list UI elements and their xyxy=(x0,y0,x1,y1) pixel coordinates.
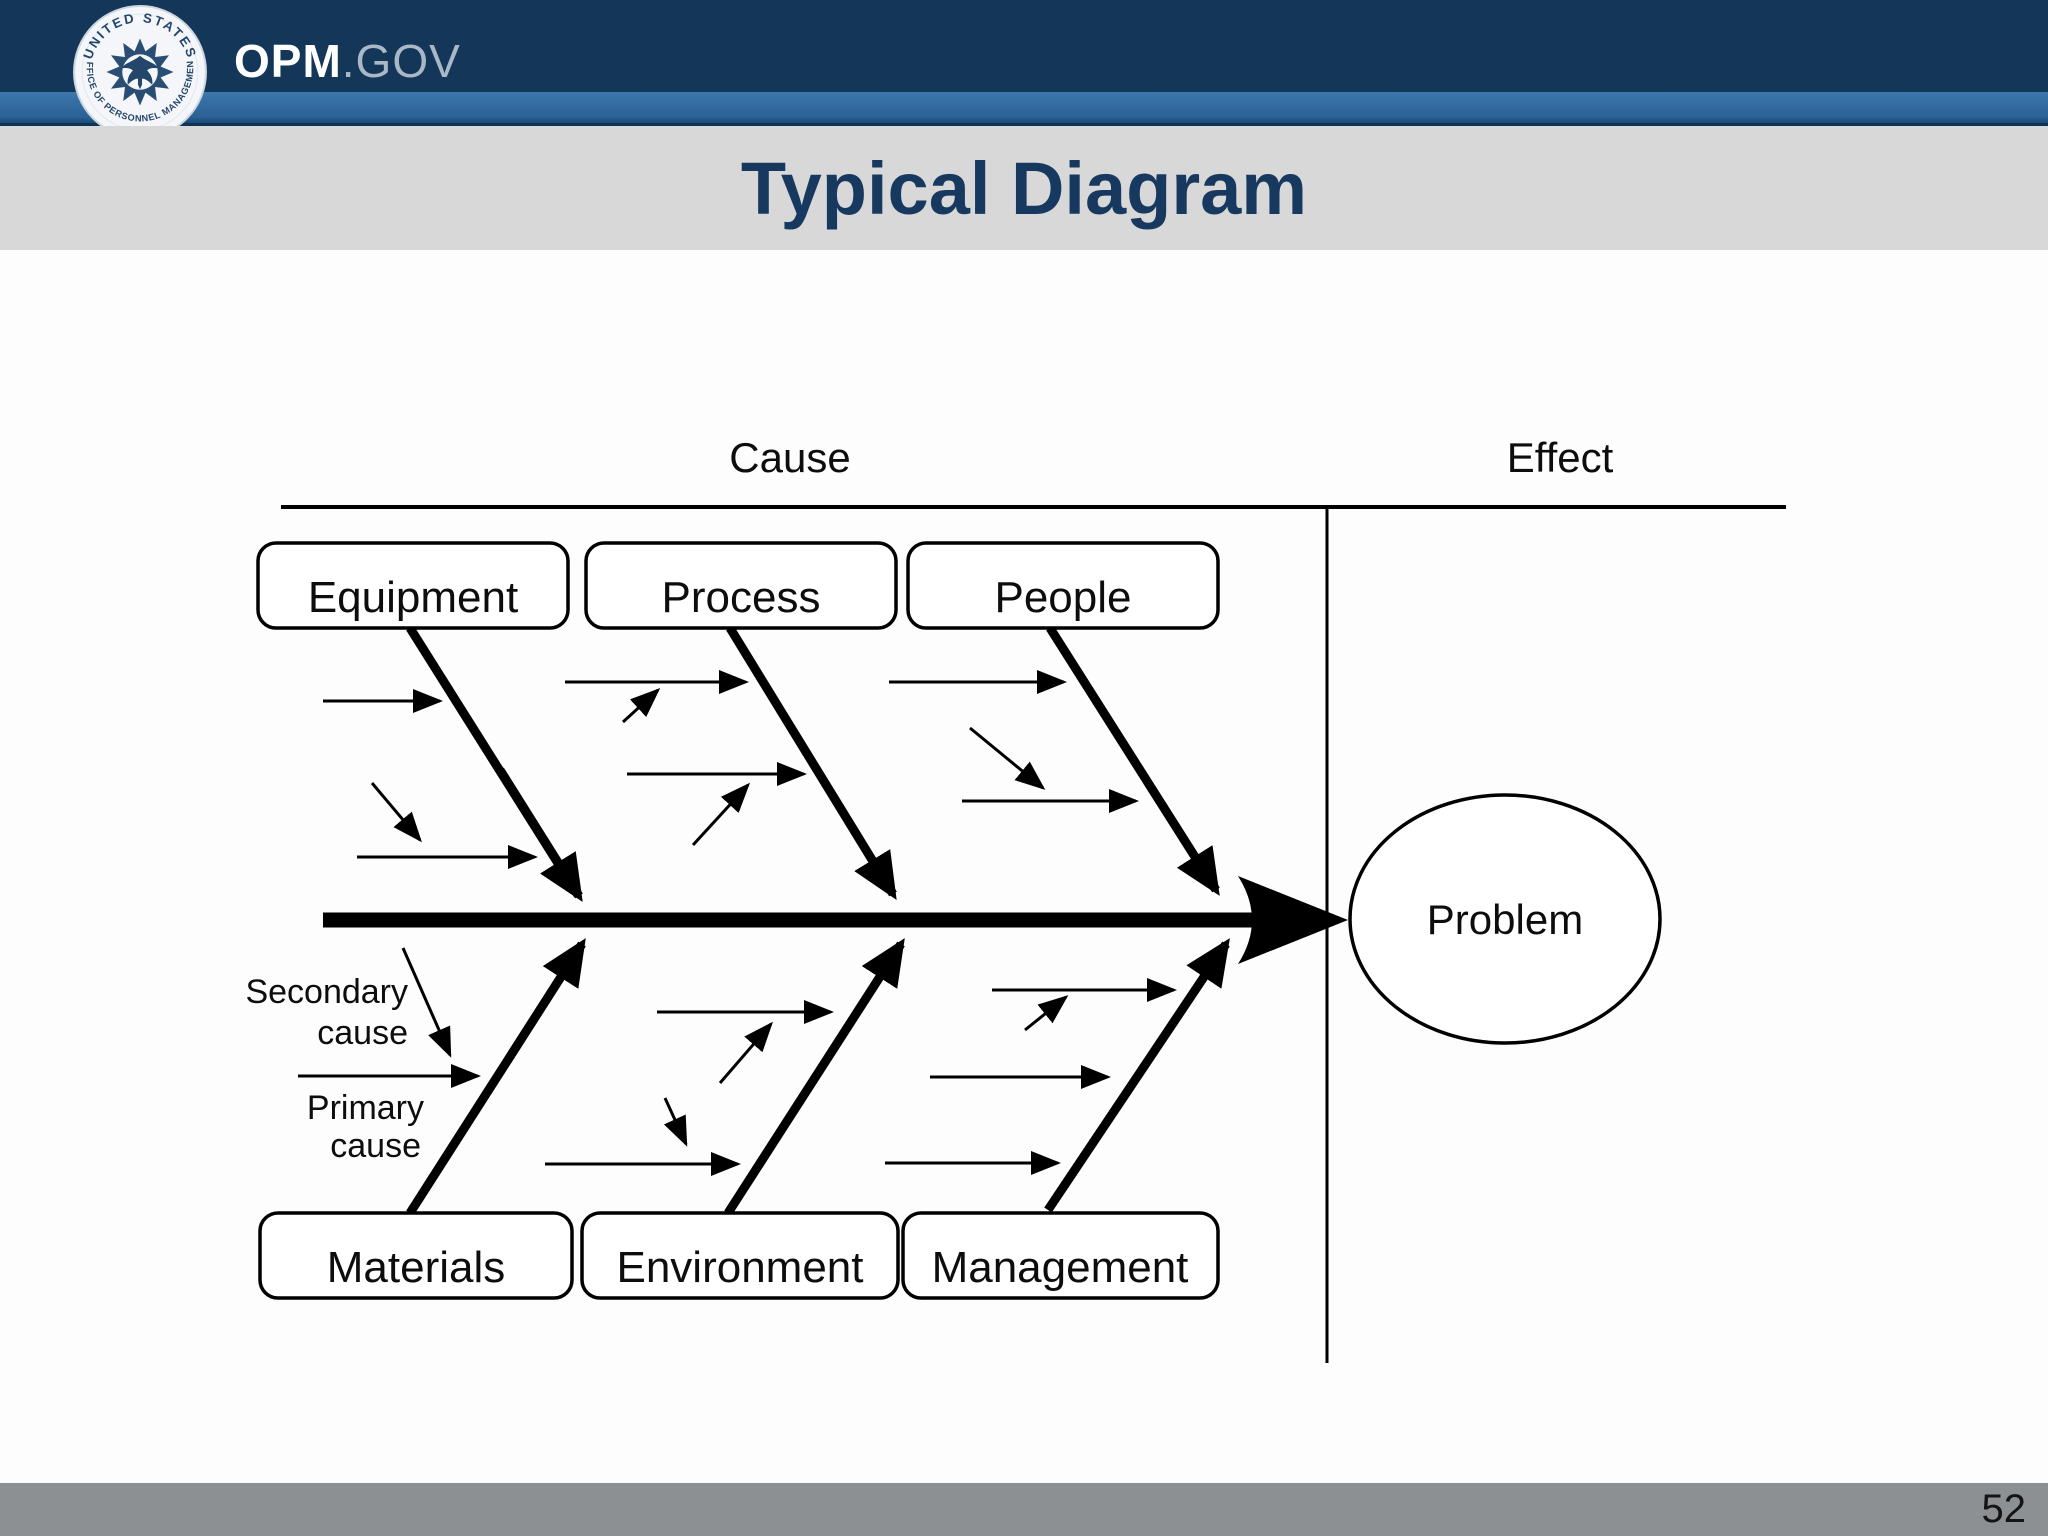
materials-box xyxy=(258,1211,574,1300)
management-sub-arrow-2 xyxy=(1024,995,1069,1032)
people-bone xyxy=(1046,625,1220,896)
cause-label: Cause xyxy=(729,434,850,481)
equipment-bone-head xyxy=(496,767,583,902)
process-sub-arrow-2 xyxy=(621,687,661,724)
environment-bone xyxy=(724,938,905,1216)
problem-label: Problem xyxy=(1427,896,1583,943)
problem-ellipse xyxy=(1348,793,1662,1045)
process-box xyxy=(584,541,898,630)
process-bone xyxy=(726,625,897,900)
secondary-cause-label-line1: Secondary xyxy=(245,973,408,1011)
materials-bone xyxy=(406,938,586,1216)
management-box-label: Management xyxy=(932,1243,1189,1292)
process-sub-arrow-4 xyxy=(691,782,751,847)
equipment-sub-arrow-2 xyxy=(370,782,422,843)
equipment-box xyxy=(256,541,570,630)
management-box xyxy=(901,1211,1220,1300)
title-band: Typical Diagram xyxy=(0,126,2048,250)
secondary-cause-label-line2: cause xyxy=(317,1014,408,1052)
cause-effect-labels: Cause Effect xyxy=(729,434,1613,481)
brand-opm: OPM xyxy=(234,35,342,87)
page-title: Typical Diagram xyxy=(740,146,1308,230)
bones xyxy=(406,625,1230,1216)
effect-label: Effect xyxy=(1507,434,1614,481)
brand-logo-text: OPM.GOV xyxy=(234,34,461,88)
equipment-box-label: Equipment xyxy=(308,573,518,622)
materials-box-label: Materials xyxy=(327,1243,506,1292)
brand-gov: .GOV xyxy=(341,35,461,87)
people-box-label: People xyxy=(994,573,1131,622)
people-sub-arrow-2 xyxy=(969,726,1046,790)
opm-seal-icon: UNITED STATES OFFICE OF PERSONNEL MANAGE… xyxy=(72,4,207,139)
environment-sub-arrow-2 xyxy=(718,1021,773,1084)
process-box-label: Process xyxy=(662,573,821,622)
people-box xyxy=(906,541,1220,630)
primary-cause-label-line1: Primary xyxy=(307,1089,424,1127)
frame-lines xyxy=(281,505,1786,1363)
header-bar-dark xyxy=(0,0,2048,92)
spine-arrow xyxy=(323,876,1348,964)
environment-box xyxy=(580,1211,900,1300)
primary-cause-label-line2: cause xyxy=(330,1127,421,1165)
environment-box-label: Environment xyxy=(616,1243,863,1292)
cause-annotations: Secondary cause Primary cause xyxy=(245,973,424,1165)
management-bone xyxy=(1044,938,1230,1213)
header-bar-blue xyxy=(0,92,2048,126)
category-boxes: Equipment Process People Materials Envir… xyxy=(256,541,1220,1300)
problem-node: Problem xyxy=(1348,793,1662,1045)
environment-sub-arrow-3 xyxy=(663,1097,688,1147)
seal-eagle-icon xyxy=(120,55,160,90)
secondary-cause-arrow xyxy=(401,947,452,1058)
page-number: 52 xyxy=(1981,1487,2027,1531)
sub-arrows xyxy=(298,670,1177,1176)
footer-bar: 52 xyxy=(0,1483,2048,1536)
